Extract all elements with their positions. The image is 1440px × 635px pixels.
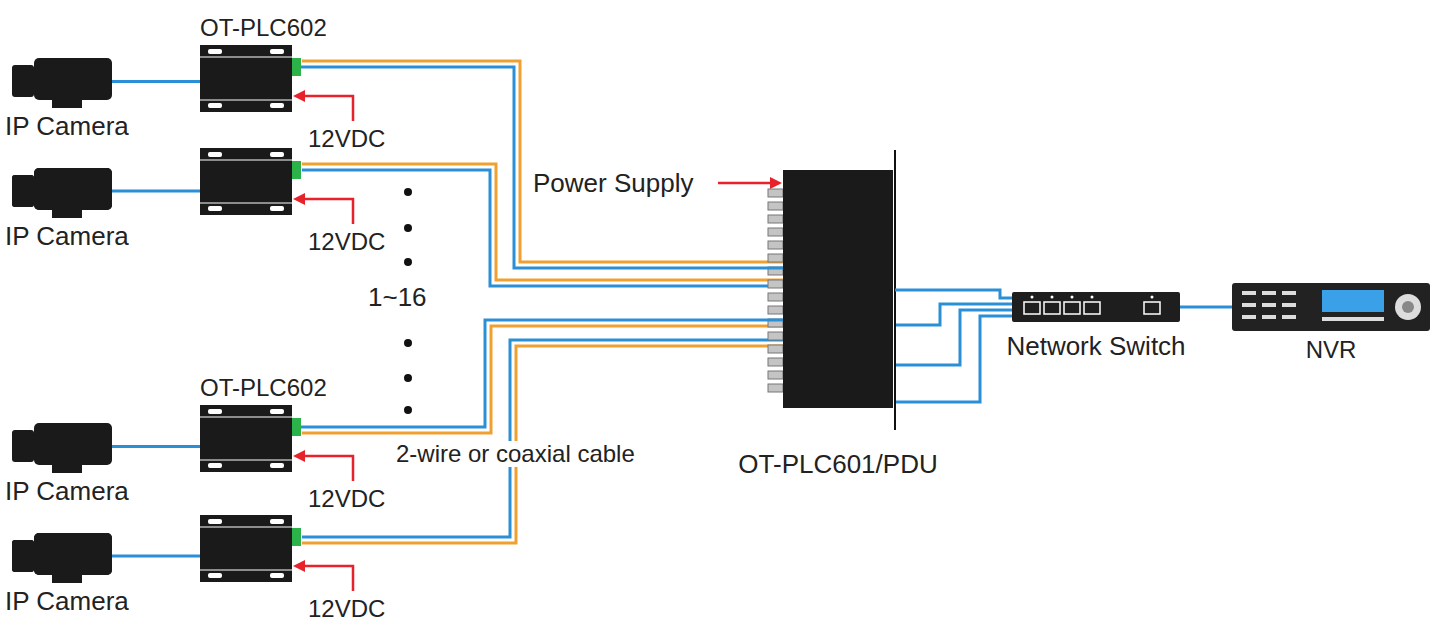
- voltage-label: 12VDC: [308, 596, 385, 622]
- ip-camera: IP Camera: [12, 420, 112, 473]
- arrow-head: [293, 90, 782, 572]
- ethernet-wire: [112, 80, 200, 83]
- camera-illustration: [12, 533, 112, 583]
- ip-camera-shape: [12, 165, 112, 218]
- voltage-label: 12VDC: [308, 126, 385, 152]
- ethernet-wire: [112, 445, 200, 448]
- cable-wire: [302, 346, 783, 543]
- node-label: NVR: [1306, 337, 1357, 363]
- converter-box: [200, 515, 301, 582]
- ip-camera: IP Camera: [12, 530, 112, 583]
- note-label: Power Supply: [533, 169, 693, 198]
- plc-converter-shape: [200, 405, 292, 472]
- cable-wire: [302, 340, 783, 537]
- node-label: IP Camera: [5, 587, 129, 616]
- note-label: 2-wire or coaxial cable: [393, 441, 638, 467]
- note-label: 1~16: [368, 283, 427, 312]
- cable-wire: [302, 326, 783, 433]
- node-label: OT-PLC602: [200, 15, 327, 41]
- ip-camera-shape: [12, 530, 112, 583]
- network-switch: Network Switch: [1012, 292, 1180, 322]
- nvr-recorder-shape: [1232, 283, 1430, 331]
- node-label: IP Camera: [5, 222, 129, 251]
- cable-wire: [302, 61, 783, 262]
- node-label: IP Camera: [5, 112, 129, 141]
- cable-wire: [292, 320, 783, 427]
- plc-pdu-shape: [783, 170, 893, 408]
- ip-camera: IP Camera: [12, 55, 112, 108]
- plc-converter: OT-PLC602: [200, 405, 292, 472]
- plc-converter-shape: [200, 45, 292, 112]
- cable-wire: [292, 67, 783, 268]
- power-arrow: [302, 96, 772, 591]
- ethernet-wire: [112, 555, 200, 558]
- plc-pdu: OT-PLC601/PDU: [783, 170, 893, 408]
- node-label: OT-PLC602: [200, 375, 327, 401]
- node-label: IP Camera: [5, 477, 129, 506]
- ethernet-wire: [895, 316, 1012, 402]
- voltage-label: 12VDC: [308, 229, 385, 255]
- nvr-recorder: NVR: [1232, 283, 1430, 331]
- cable-wire: [302, 164, 783, 280]
- ip-camera-shape: [12, 420, 112, 473]
- voltage-label: 12VDC: [308, 486, 385, 512]
- ip-camera: IP Camera: [12, 165, 112, 218]
- ethernet-wire: [895, 310, 1012, 365]
- port-tabs: [768, 189, 783, 392]
- plc-converter: OT-PLC602: [200, 45, 292, 112]
- ethernet-wire: [895, 290, 1012, 298]
- ethernet-wire: [1180, 306, 1232, 309]
- network-switch-shape: [1012, 292, 1180, 322]
- node-label: Network Switch: [1006, 332, 1185, 361]
- converter-box: [200, 148, 301, 215]
- ip-camera-shape: [12, 55, 112, 108]
- ethernet-wire: [112, 190, 200, 193]
- camera-illustration: [12, 168, 112, 218]
- node-label: OT-PLC601/PDU: [738, 450, 937, 479]
